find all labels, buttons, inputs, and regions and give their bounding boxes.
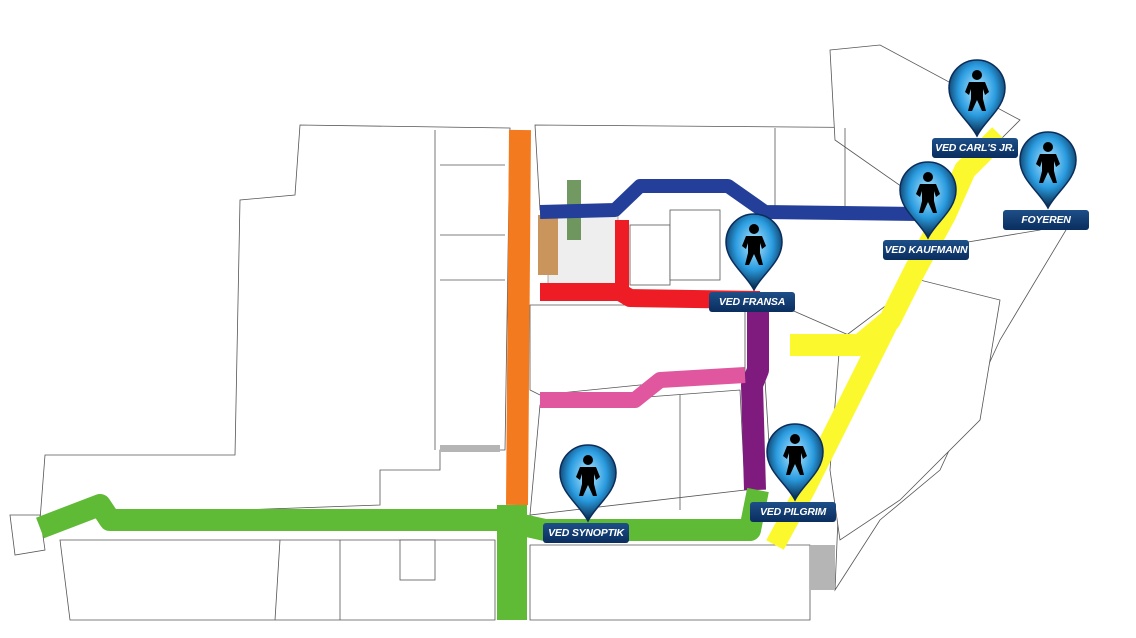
route-blue <box>539 179 921 221</box>
cloaked-archer-icon <box>559 444 617 523</box>
marker-kaufmann[interactable]: VED KAUFMANN <box>883 160 973 280</box>
crouching-figure-icon <box>948 59 1006 138</box>
route-pink <box>540 367 746 408</box>
marker-label: VED FRANSA <box>709 292 795 312</box>
route-yellow <box>790 127 1008 356</box>
marker-carls-jr[interactable]: VED CARL'S JR. <box>932 58 1022 178</box>
brute-figure-icon <box>725 213 783 292</box>
marker-label: VED PILGRIM <box>750 502 836 522</box>
marker-foyeren[interactable]: FOYEREN <box>1003 130 1093 250</box>
hunched-zombie-icon <box>1019 131 1077 210</box>
route-purple <box>741 292 769 491</box>
marker-label: FOYEREN <box>1003 210 1089 230</box>
standing-figure-icon <box>899 161 957 240</box>
marker-label: VED SYNOPTIK <box>543 523 629 543</box>
marker-synoptik[interactable]: VED SYNOPTIK <box>543 443 633 563</box>
marker-label: VED KAUFMANN <box>883 240 969 260</box>
marker-label: VED CARL'S JR. <box>932 138 1018 158</box>
creature-icon <box>766 423 824 502</box>
marker-fransa[interactable]: VED FRANSA <box>709 212 799 332</box>
route-red <box>540 283 761 309</box>
marker-pilgrim[interactable]: VED PILGRIM <box>750 422 840 542</box>
route-orange <box>506 129 531 506</box>
